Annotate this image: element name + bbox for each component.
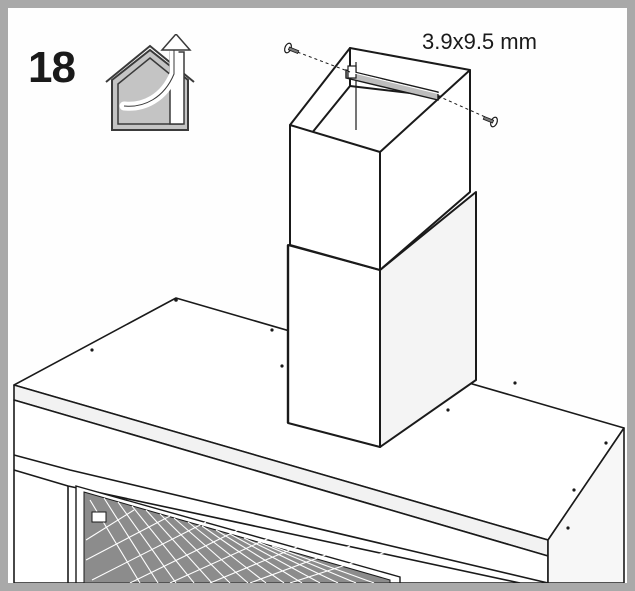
screw-left [284, 42, 300, 55]
step-number: 18 [28, 43, 76, 92]
screw-right [482, 115, 498, 128]
wall-bracket [345, 65, 441, 101]
lower-chimney [286, 191, 477, 448]
upper-chimney [289, 47, 471, 271]
screw-alignment-lines [291, 49, 493, 121]
assembly-drawing [13, 42, 625, 583]
house-exhaust-duct-icon [105, 34, 195, 131]
filter-grille [75, 485, 401, 583]
screw-size-label: 3.9x9.5 mm [422, 29, 537, 54]
